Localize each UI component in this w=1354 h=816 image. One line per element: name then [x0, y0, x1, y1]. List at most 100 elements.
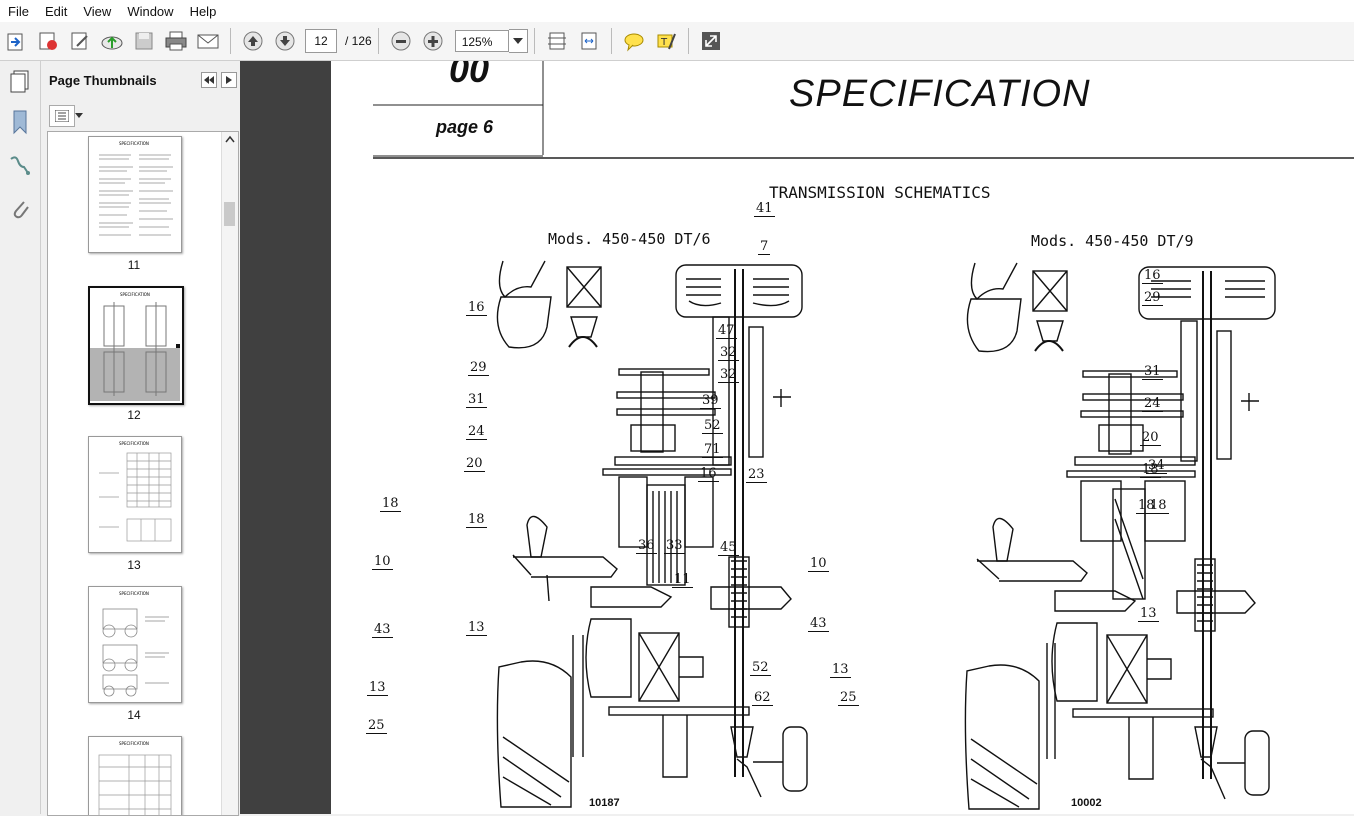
menu-view[interactable]: View: [83, 3, 112, 19]
panel-header: Page Thumbnails: [41, 61, 240, 99]
thumbnail-list[interactable]: SPECIFICATION 11 SPECIFICATION 12: [47, 131, 239, 816]
callout-label: 41: [754, 201, 775, 217]
navigation-rail: [0, 61, 41, 814]
menu-edit[interactable]: Edit: [44, 3, 68, 19]
document-gutter: [240, 61, 331, 814]
toolbar: 12 / 126 125% T: [0, 22, 1354, 61]
thumbnail-page-11[interactable]: SPECIFICATION: [88, 136, 182, 253]
svg-text:SPECIFICATION: SPECIFICATION: [119, 741, 149, 746]
menu-bar: File Edit View Window Help: [0, 0, 1354, 23]
svg-text:SPECIFICATION: SPECIFICATION: [119, 591, 149, 596]
left-model-label: Mods. 450-450 DT/6: [548, 230, 711, 248]
fit-page-icon[interactable]: [543, 27, 571, 55]
attachments-icon[interactable]: [8, 197, 32, 226]
thumbnail-page-14[interactable]: SPECIFICATION: [88, 586, 182, 703]
page-label: page 6: [436, 117, 494, 137]
svg-text:SPECIFICATION: SPECIFICATION: [119, 441, 149, 446]
comment-icon[interactable]: [620, 27, 648, 55]
callout-label: 39: [700, 393, 721, 409]
callout-label: 29: [1142, 290, 1163, 306]
svg-text:T: T: [660, 37, 668, 48]
open-file-icon[interactable]: [2, 27, 30, 55]
fit-width-icon[interactable]: [575, 27, 603, 55]
zoom-dropdown-icon[interactable]: [508, 29, 528, 53]
callout-label: 25: [838, 690, 859, 706]
callout-label: 24: [466, 424, 487, 440]
callout-label: 29: [468, 360, 489, 376]
menu-window[interactable]: Window: [127, 3, 174, 19]
collapse-panel-icon[interactable]: [201, 72, 217, 88]
previous-page-icon[interactable]: [239, 27, 267, 55]
separator: [610, 28, 612, 54]
callout-label: 20: [464, 456, 485, 472]
thumbnail-page-15[interactable]: SPECIFICATION: [88, 736, 182, 815]
callout-label: 47: [716, 323, 737, 339]
thumbnail-page-13[interactable]: SPECIFICATION: [88, 436, 182, 553]
signatures-icon[interactable]: [8, 153, 32, 182]
bookmarks-icon[interactable]: [8, 109, 32, 138]
thumbnail-label: 12: [127, 408, 141, 422]
svg-text:SPECIFICATION: SPECIFICATION: [120, 292, 150, 297]
scroll-up-icon[interactable]: [222, 132, 238, 148]
callout-label: 13: [830, 662, 851, 678]
scrollbar-thumb[interactable]: [224, 202, 235, 226]
zoom-out-icon[interactable]: [387, 27, 415, 55]
callout-label: 18: [466, 512, 487, 528]
save-icon[interactable]: [130, 27, 158, 55]
section-number: 00: [449, 61, 490, 90]
callout-label: 24: [1142, 396, 1163, 412]
right-transmission-schematic: [964, 262, 1276, 810]
callout-label: 31: [1142, 364, 1163, 380]
page-number-input[interactable]: 12: [305, 29, 337, 53]
callout-label: 20: [1140, 430, 1161, 446]
diagram-title: TRANSMISSION SCHEMATICS: [769, 183, 991, 202]
thumbnail-options-icon[interactable]: [49, 105, 75, 127]
zoom-in-icon[interactable]: [419, 27, 447, 55]
thumbnail-label: 14: [127, 708, 141, 722]
create-pdf-icon[interactable]: [34, 27, 62, 55]
separator: [533, 28, 535, 54]
callout-label: 52: [702, 418, 723, 434]
callout-label: 16: [1142, 268, 1163, 284]
callout-label: 18: [1140, 462, 1161, 478]
callout-label: 23: [746, 467, 767, 483]
callout-label: 32: [718, 345, 739, 361]
page-heading: SPECIFICATION: [789, 73, 1091, 115]
callout-label: 13: [1138, 606, 1159, 622]
full-screen-icon[interactable]: [697, 27, 725, 55]
callout-label: 36: [636, 538, 657, 554]
page-thumbnails-icon[interactable]: [8, 69, 32, 96]
callout-label: 33: [664, 538, 685, 554]
separator: [687, 28, 689, 54]
upload-cloud-icon[interactable]: [98, 27, 126, 55]
separator: [377, 28, 379, 54]
callout-label: 18: [380, 496, 401, 512]
expand-panel-icon[interactable]: [221, 72, 237, 88]
email-icon[interactable]: [194, 27, 222, 55]
zoom-level-input[interactable]: 125%: [454, 30, 509, 52]
thumbnail-scrollbar[interactable]: [221, 132, 238, 815]
callout-label: 18: [1136, 498, 1157, 514]
callout-label: 10: [372, 554, 393, 570]
callout-label: 11: [672, 572, 693, 588]
thumbnails-panel: Page Thumbnails SPECIFICATION 11 SPECIFI…: [41, 61, 248, 816]
left-transmission-schematic: [496, 260, 808, 808]
menu-file[interactable]: File: [8, 3, 29, 19]
thumbnail-page-12-selected[interactable]: SPECIFICATION: [88, 286, 184, 405]
right-model-label: Mods. 450-450 DT/9: [1031, 232, 1194, 250]
callout-label: 31: [466, 392, 487, 408]
menu-help[interactable]: Help: [189, 3, 217, 19]
edit-icon[interactable]: [66, 27, 94, 55]
callout-label: 7: [758, 239, 771, 255]
callout-label: 10: [808, 556, 829, 572]
callout-label: 13: [466, 620, 487, 636]
callout-label: 13: [367, 680, 388, 696]
options-dropdown-icon[interactable]: [75, 113, 83, 118]
callout-label: 45: [718, 540, 739, 556]
highlight-text-icon[interactable]: T: [652, 27, 680, 55]
next-page-icon[interactable]: [271, 27, 299, 55]
page-total: / 126: [345, 34, 372, 48]
print-icon[interactable]: [162, 27, 190, 55]
thumbnail-label: 11: [127, 258, 141, 272]
callout-label: 32: [718, 367, 739, 383]
